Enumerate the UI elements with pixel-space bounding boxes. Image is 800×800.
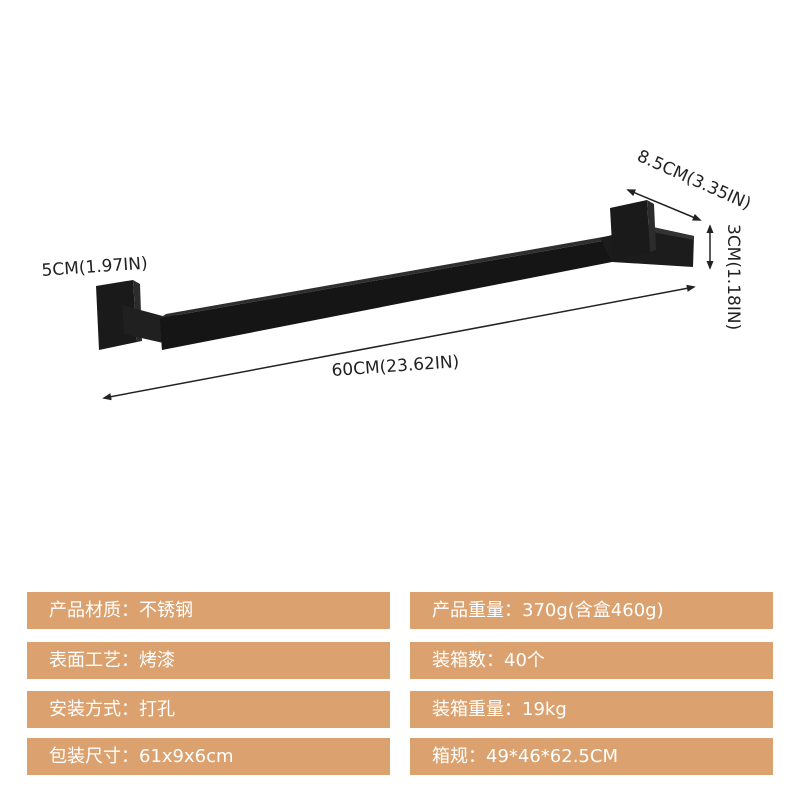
- spec-finish: 表面工艺：烤漆: [27, 642, 390, 679]
- depth-dimension-line: [626, 189, 702, 221]
- spec-carton-qty: 装箱数：40个: [410, 642, 773, 679]
- spec-installation: 安装方式：打孔: [27, 691, 390, 728]
- product-dimension-diagram: 5CM(1.97IN) 60CM(23.62IN) 8.5CM(3.35IN) …: [41, 146, 754, 401]
- length-dimension-line: [102, 284, 696, 401]
- spec-carton-size: 箱规：49*46*62.5CM: [410, 738, 773, 775]
- spec-weight: 产品重量：370g(含盒460g): [410, 592, 773, 629]
- spec-material: 产品材质：不锈钢: [27, 592, 390, 629]
- spec-carton-weight: 装箱重量：19kg: [410, 691, 773, 728]
- height-label: 3CM(1.18IN): [723, 224, 743, 330]
- spec-package-size: 包装尺寸：61x9x6cm: [27, 738, 390, 775]
